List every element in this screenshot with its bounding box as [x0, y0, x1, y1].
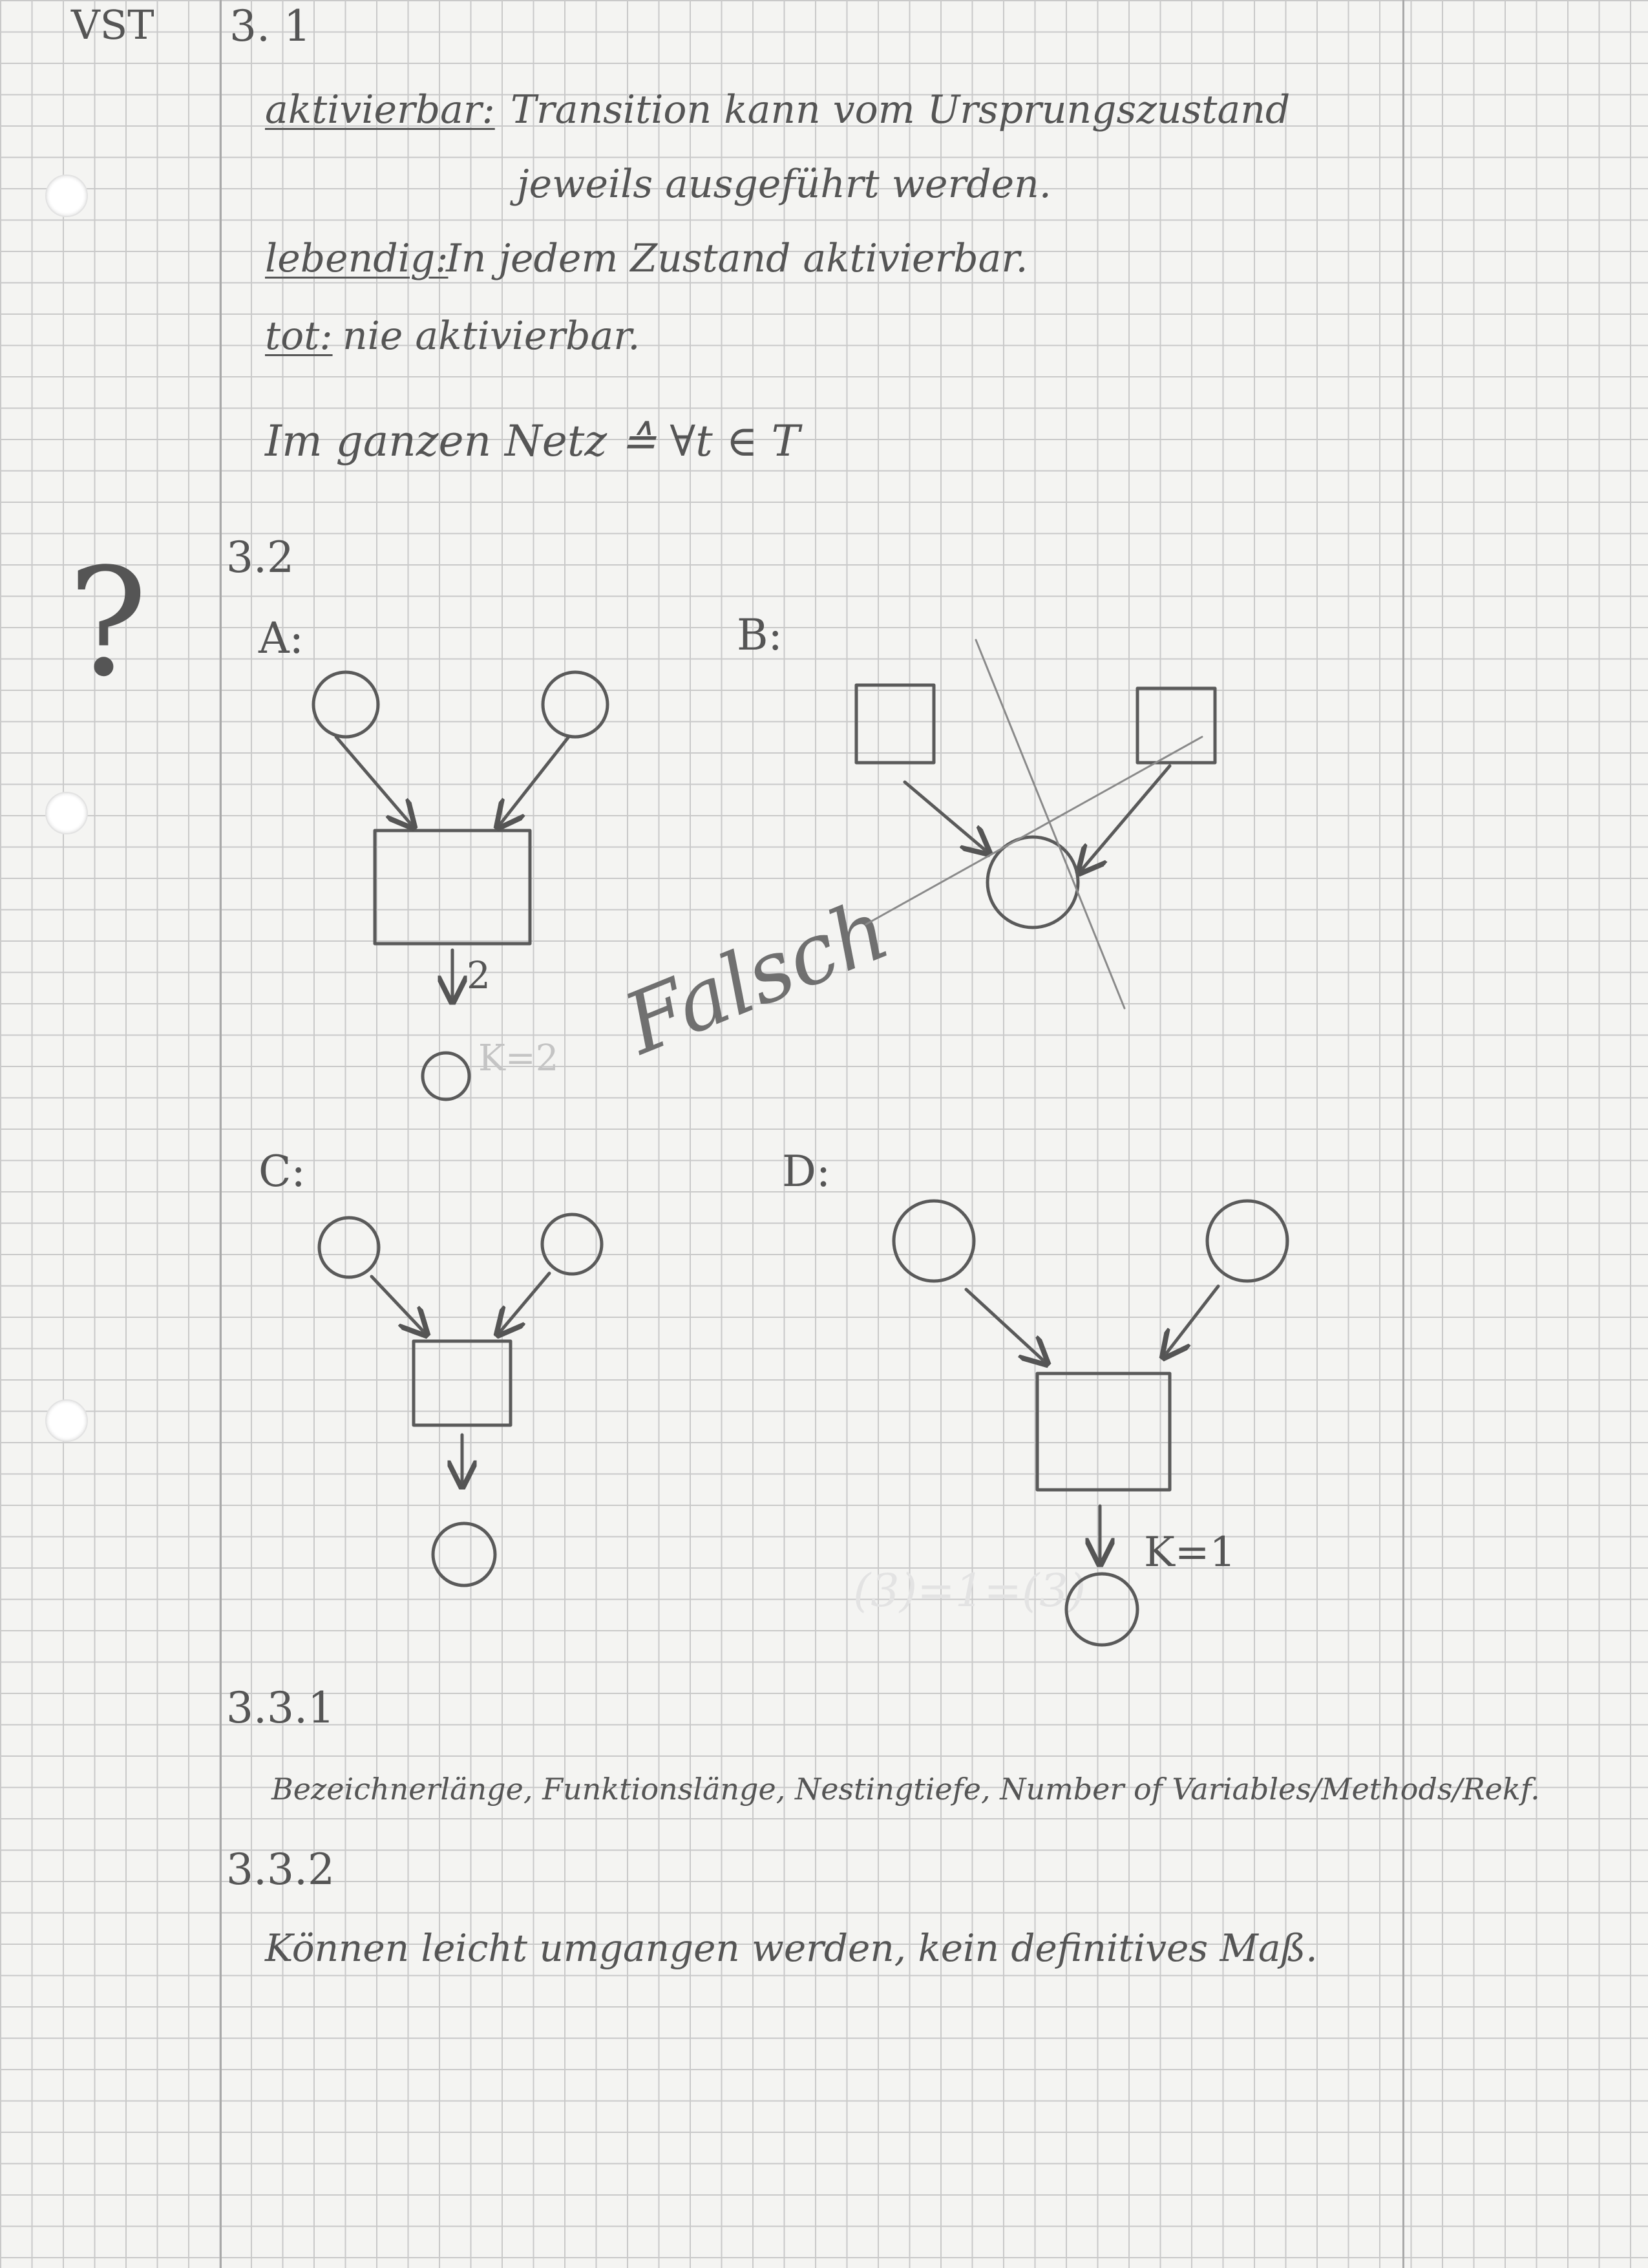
diagram-d	[892, 1199, 1289, 1647]
section-3-1-number: 3. 1	[229, 1, 311, 51]
tot-label: tot:	[265, 313, 333, 359]
aktivierbar-label: aktivierbar:	[265, 87, 495, 132]
strike-line-2	[865, 736, 1203, 926]
ghost-text: (3)=1=(3)	[853, 1564, 1086, 1617]
right-margin-line	[1402, 0, 1404, 2268]
course-label: VST	[71, 1, 154, 48]
aktivierbar-text-1: Transition kann vom Ursprungszustand	[511, 87, 1291, 132]
section-3-3-1-text: Bezeichnerlänge, Funktionslänge, Nesting…	[271, 1772, 1540, 1807]
strike-line-1	[975, 639, 1126, 1010]
place-d-out	[1064, 1572, 1139, 1647]
diagram-b	[854, 639, 1217, 1010]
place-a-left	[312, 670, 380, 739]
diagram-b-label: B:	[737, 610, 783, 660]
arc-weight-label: 2	[467, 953, 491, 997]
netz-line: Im ganzen Netz ≙ ∀t ∈ T	[265, 416, 800, 466]
transition-b-left	[854, 683, 936, 765]
aktivierbar-text-2: jeweils ausgeführt werden.	[517, 162, 1051, 207]
left-margin-line	[220, 0, 222, 2268]
lebendig-label: lebendig:	[265, 236, 449, 281]
diagram-a-label: A:	[259, 613, 304, 663]
diagram-a	[312, 670, 609, 1101]
place-c-out	[431, 1521, 497, 1587]
diagram-c	[317, 1213, 604, 1587]
tot-text: nie aktivierbar.	[343, 313, 640, 359]
diagram-c-label: C:	[259, 1147, 306, 1196]
punch-hole-middle	[45, 792, 88, 834]
margin-question-mark: ?	[68, 537, 148, 710]
transition-d	[1035, 1372, 1172, 1492]
transition-c	[412, 1339, 512, 1427]
punch-hole-lower	[45, 1399, 88, 1442]
punch-hole-top	[45, 175, 88, 217]
section-3-3-2-number: 3.3.2	[226, 1845, 335, 1894]
place-a-out	[421, 1051, 471, 1101]
transition-b-right	[1136, 686, 1217, 765]
section-3-3-1-number: 3.3.1	[226, 1683, 335, 1733]
place-c-right	[540, 1213, 604, 1276]
transition-a	[373, 829, 532, 946]
place-d-right	[1205, 1199, 1289, 1283]
place-b	[986, 835, 1080, 929]
diagram-d-label: D:	[782, 1147, 831, 1196]
faint-capacity-label: K=2	[478, 1037, 559, 1079]
lebendig-text: In jedem Zustand aktivierbar.	[446, 236, 1028, 281]
place-a-right	[541, 670, 609, 739]
section-3-2-number: 3.2	[226, 533, 294, 582]
place-d-left	[892, 1199, 976, 1283]
place-c-left	[317, 1216, 381, 1279]
section-3-3-2-text: Können leicht umgangen werden, kein defi…	[265, 1926, 1318, 1970]
capacity-label-d: K=1	[1144, 1529, 1236, 1576]
